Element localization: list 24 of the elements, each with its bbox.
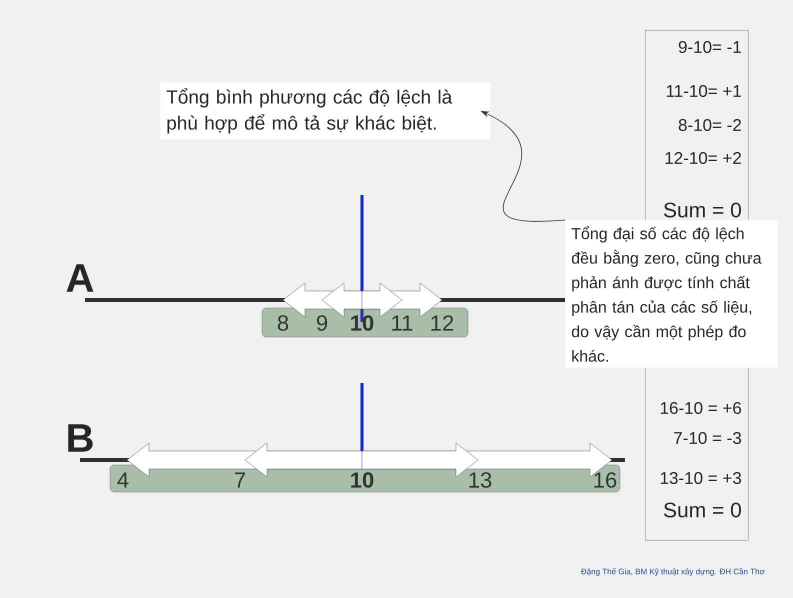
equation-text: 7-10 = -3 (674, 432, 742, 444)
callout-box: Tổng đại số các độ lệch đều bằng zero, cũng chưa phản ánh được tính chất phân tán của các số liệu, do vậy cần một phép đo khác. (565, 220, 778, 368)
equation-text: 9-10= -1 (678, 40, 741, 54)
footer-text: Đặng Thế Gia, BM Kỹ thuật xây dựng. ĐH Cần Thơ (580, 568, 765, 576)
group-label: A (66, 264, 94, 292)
tick-value: 12 (431, 315, 454, 331)
tick-value: 9 (316, 315, 328, 331)
tick-value: 8 (278, 315, 288, 331)
tick-value: 16 (594, 472, 616, 488)
group-label: B (68, 424, 93, 452)
equation-text: 8-10= -2 (678, 118, 741, 132)
tick-value: 4 (117, 472, 128, 488)
equation-text: 16-10 = +6 (660, 402, 742, 414)
callout-box: Tổng bình phương các độ lệch là phù hợp để mô tả sự khác biệt. (160, 82, 490, 140)
tick-value: 7 (235, 472, 246, 488)
equation-text: 11-10= +1 (666, 84, 741, 98)
tick-value: 13 (469, 472, 492, 488)
equation-text: 13-10 = +3 (660, 472, 742, 484)
equation-text: Sum = 0 (664, 502, 741, 518)
tick-value: 11 (392, 315, 412, 331)
equation-text: 12-10= +2 (666, 152, 741, 164)
equation-text: Sum = 0 (664, 202, 741, 218)
tick-value: 10 (351, 472, 374, 488)
tick-value: 10 (351, 315, 374, 331)
